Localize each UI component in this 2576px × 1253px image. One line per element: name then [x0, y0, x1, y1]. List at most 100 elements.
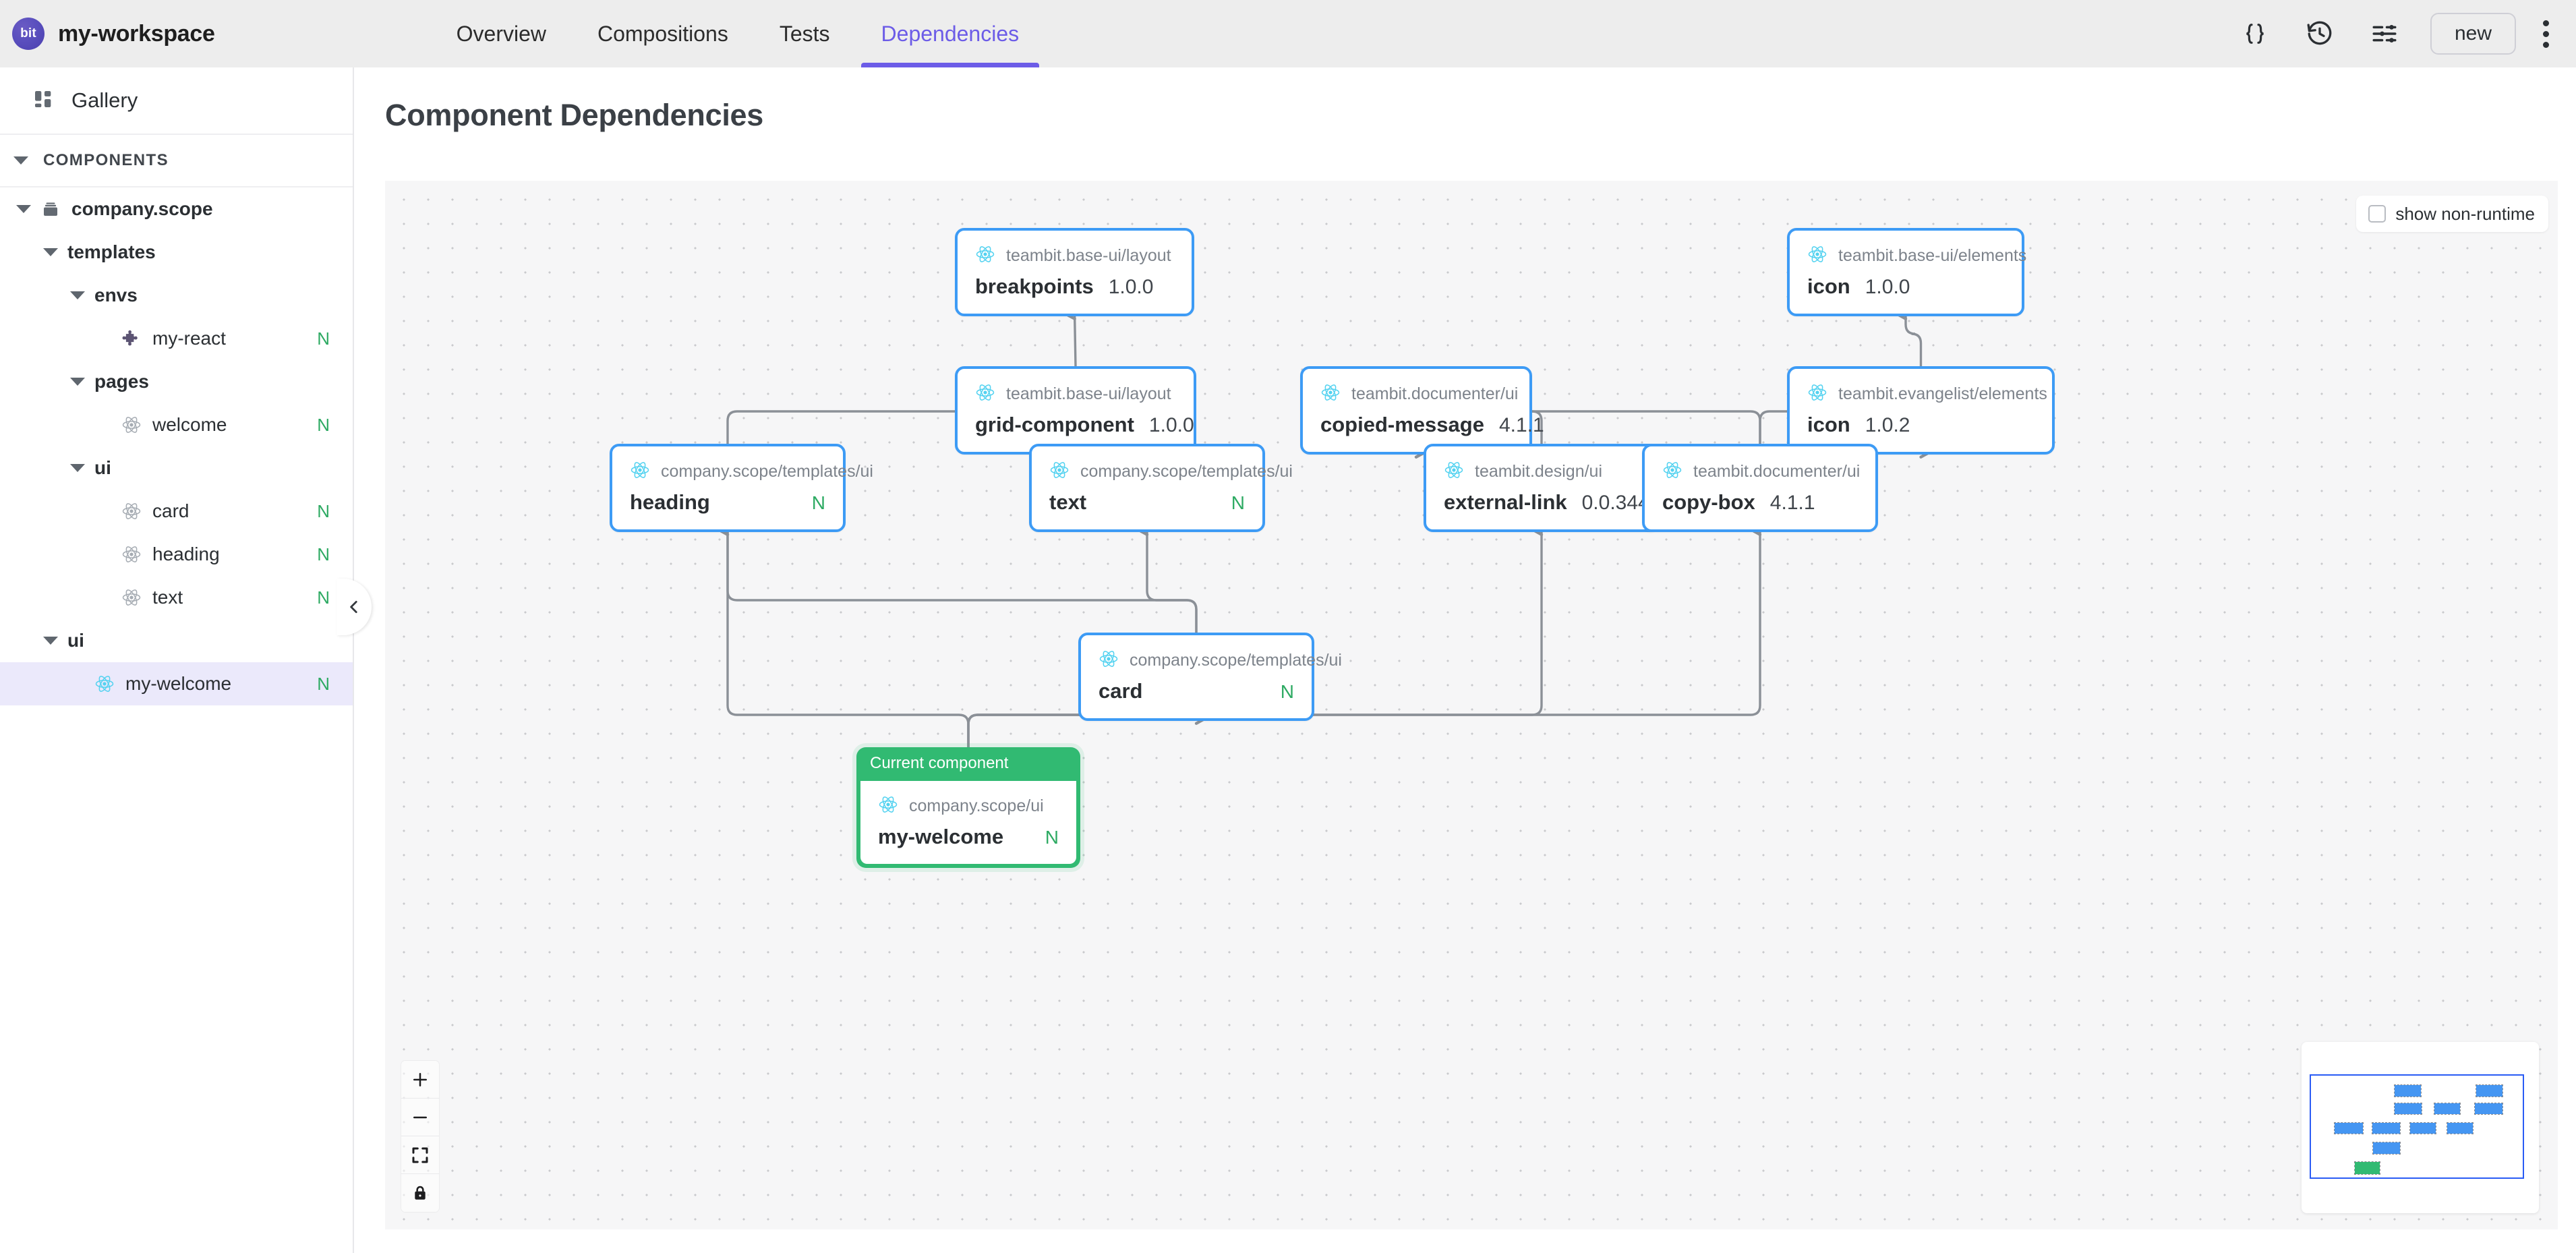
react-atom-icon	[1444, 460, 1464, 484]
chevron-down-icon[interactable]	[16, 205, 31, 213]
chevron-down-icon[interactable]	[70, 291, 85, 299]
sidebar-tree-item-ui[interactable]: ui	[0, 619, 353, 662]
code-braces-icon[interactable]	[2236, 15, 2274, 53]
sidebar-item-gallery[interactable]: Gallery	[0, 67, 353, 135]
node-status-badge: N	[1280, 681, 1294, 702]
chevron-down-icon[interactable]	[70, 378, 85, 386]
sidebar-item-label: card	[152, 500, 189, 521]
node-scope: teambit.documenter/ui	[1351, 384, 1519, 403]
minimap-node	[2372, 1122, 2401, 1134]
tab-label: Dependencies	[881, 21, 1020, 46]
sidebar-section-components[interactable]: COMPONENTS	[0, 135, 353, 187]
minimap-node	[2474, 1103, 2503, 1115]
graph-minimap[interactable]	[2302, 1042, 2539, 1213]
react-atom-icon	[1320, 382, 1341, 406]
sidebar-collapse-button[interactable]	[336, 579, 372, 635]
react-atom-icon	[975, 244, 995, 268]
node-version: 4.1.1	[1498, 414, 1544, 436]
chevron-down-icon[interactable]	[70, 464, 85, 472]
node-version: 1.0.0	[1865, 276, 1910, 298]
chevron-down-icon[interactable]	[43, 248, 58, 256]
sidebar-item-label: pages	[94, 371, 149, 392]
graph-edge	[1130, 516, 1198, 633]
sliders-icon[interactable]	[2366, 15, 2403, 53]
kebab-menu-icon[interactable]	[2543, 20, 2549, 48]
node-name: icon	[1807, 274, 1850, 298]
chevron-down-icon[interactable]	[43, 637, 58, 645]
node-status-badge: N	[811, 492, 825, 513]
workspace-brand[interactable]: bit my-workspace	[12, 18, 215, 50]
react-atom-icon	[1662, 460, 1682, 484]
node-version: 4.1.1	[1769, 492, 1815, 514]
main-panel: Component Dependencies teambit.base-ui/l…	[336, 67, 2576, 1253]
node-scope-row: teambit.base-ui/layout	[975, 244, 1174, 268]
zoom-out-button[interactable]	[401, 1099, 439, 1136]
react-atom-icon	[94, 674, 115, 694]
status-badge: N	[317, 328, 330, 349]
minimap-node	[2476, 1084, 2503, 1097]
react-atom-icon	[1049, 460, 1070, 484]
checkbox-unchecked-icon[interactable]	[2368, 205, 2387, 223]
node-scope: company.scope/ui	[909, 796, 1044, 815]
sidebar-tree-item-templates[interactable]: templates	[0, 231, 353, 274]
node-version: 1.0.2	[1865, 414, 1910, 436]
graph-edge	[710, 516, 1198, 633]
node-scope-row: teambit.design/ui	[1444, 460, 1639, 484]
history-clock-icon[interactable]	[2301, 15, 2339, 53]
tab-dependencies[interactable]: Dependencies	[856, 0, 1045, 67]
new-button[interactable]: new	[2430, 13, 2516, 55]
minimap-node	[2354, 1161, 2380, 1175]
nav-tabs: Overview Compositions Tests Dependencies	[431, 0, 1045, 67]
node-scope: company.scope/templates/ui	[1130, 651, 1342, 670]
fit-screen-button[interactable]	[401, 1136, 439, 1174]
sidebar-tree-item-company-scope[interactable]: company.scope	[0, 187, 353, 231]
sidebar-tree-item-envs[interactable]: envs	[0, 274, 353, 317]
status-badge: N	[317, 414, 330, 435]
zoom-in-button[interactable]	[401, 1061, 439, 1099]
react-atom-icon	[121, 501, 142, 521]
node-scope: teambit.design/ui	[1475, 462, 1603, 481]
minimap-viewport[interactable]	[2310, 1074, 2524, 1179]
tab-overview[interactable]: Overview	[431, 0, 572, 67]
sidebar-tree-item-pages[interactable]: pages	[0, 360, 353, 403]
show-non-runtime-toggle[interactable]: show non-runtime	[2356, 196, 2548, 232]
minimap-node	[2394, 1103, 2422, 1115]
lock-button[interactable]	[401, 1174, 439, 1212]
show-non-runtime-label: show non-runtime	[2395, 203, 2535, 224]
sidebar-tree-item-ui[interactable]: ui	[0, 446, 353, 490]
gallery-grid-icon	[32, 88, 54, 113]
tab-tests[interactable]: Tests	[754, 0, 856, 67]
status-badge: N	[317, 587, 330, 608]
zoom-controls	[401, 1061, 439, 1212]
tab-compositions[interactable]: Compositions	[572, 0, 754, 67]
sidebar-item-label: my-welcome	[125, 673, 232, 694]
node-scope-row: teambit.evangelist/elements	[1807, 382, 2047, 406]
react-atom-icon	[975, 382, 995, 406]
minimap-node	[2372, 1142, 2401, 1155]
section-label: COMPONENTS	[43, 151, 169, 169]
sidebar-item-label: ui	[94, 457, 111, 478]
